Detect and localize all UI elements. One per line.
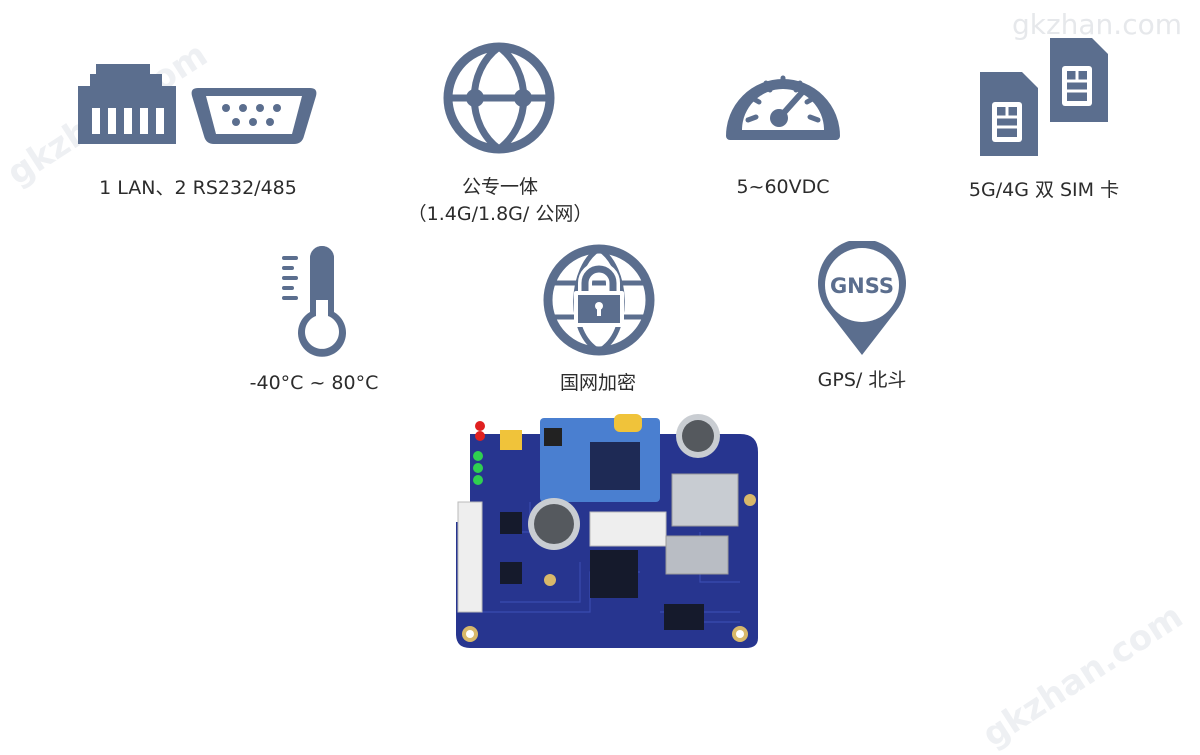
ethernet-serial-icon [78,64,317,144]
gnss-pin-icon: GNSS [818,241,906,355]
circuit-board-image [456,414,758,648]
feature-label: GPS/ 北斗 [817,369,907,391]
feature-label: 公专一体 （1.4G/1.8G/ 公网） [407,176,593,225]
feature-label: 5~60VDC [736,176,830,198]
globe-lock-icon [543,244,655,356]
sim-cards-icon [980,38,1108,156]
speedometer-icon [726,75,840,140]
watermark-top-right: gkzhan.com [1011,8,1182,41]
feature-label: 5G/4G 双 SIM 卡 [968,179,1120,201]
feature-label: 1 LAN、2 RS232/485 [99,177,297,199]
gnss-badge-text: GNSS [830,274,894,298]
thermometer-icon [282,246,346,357]
watermark-bottom-right: gkzhan.com [975,596,1190,755]
feature-label: -40°C ~ 80°C [249,372,379,394]
feature-label: 国网加密 [559,372,636,394]
globe-network-icon [443,42,555,154]
